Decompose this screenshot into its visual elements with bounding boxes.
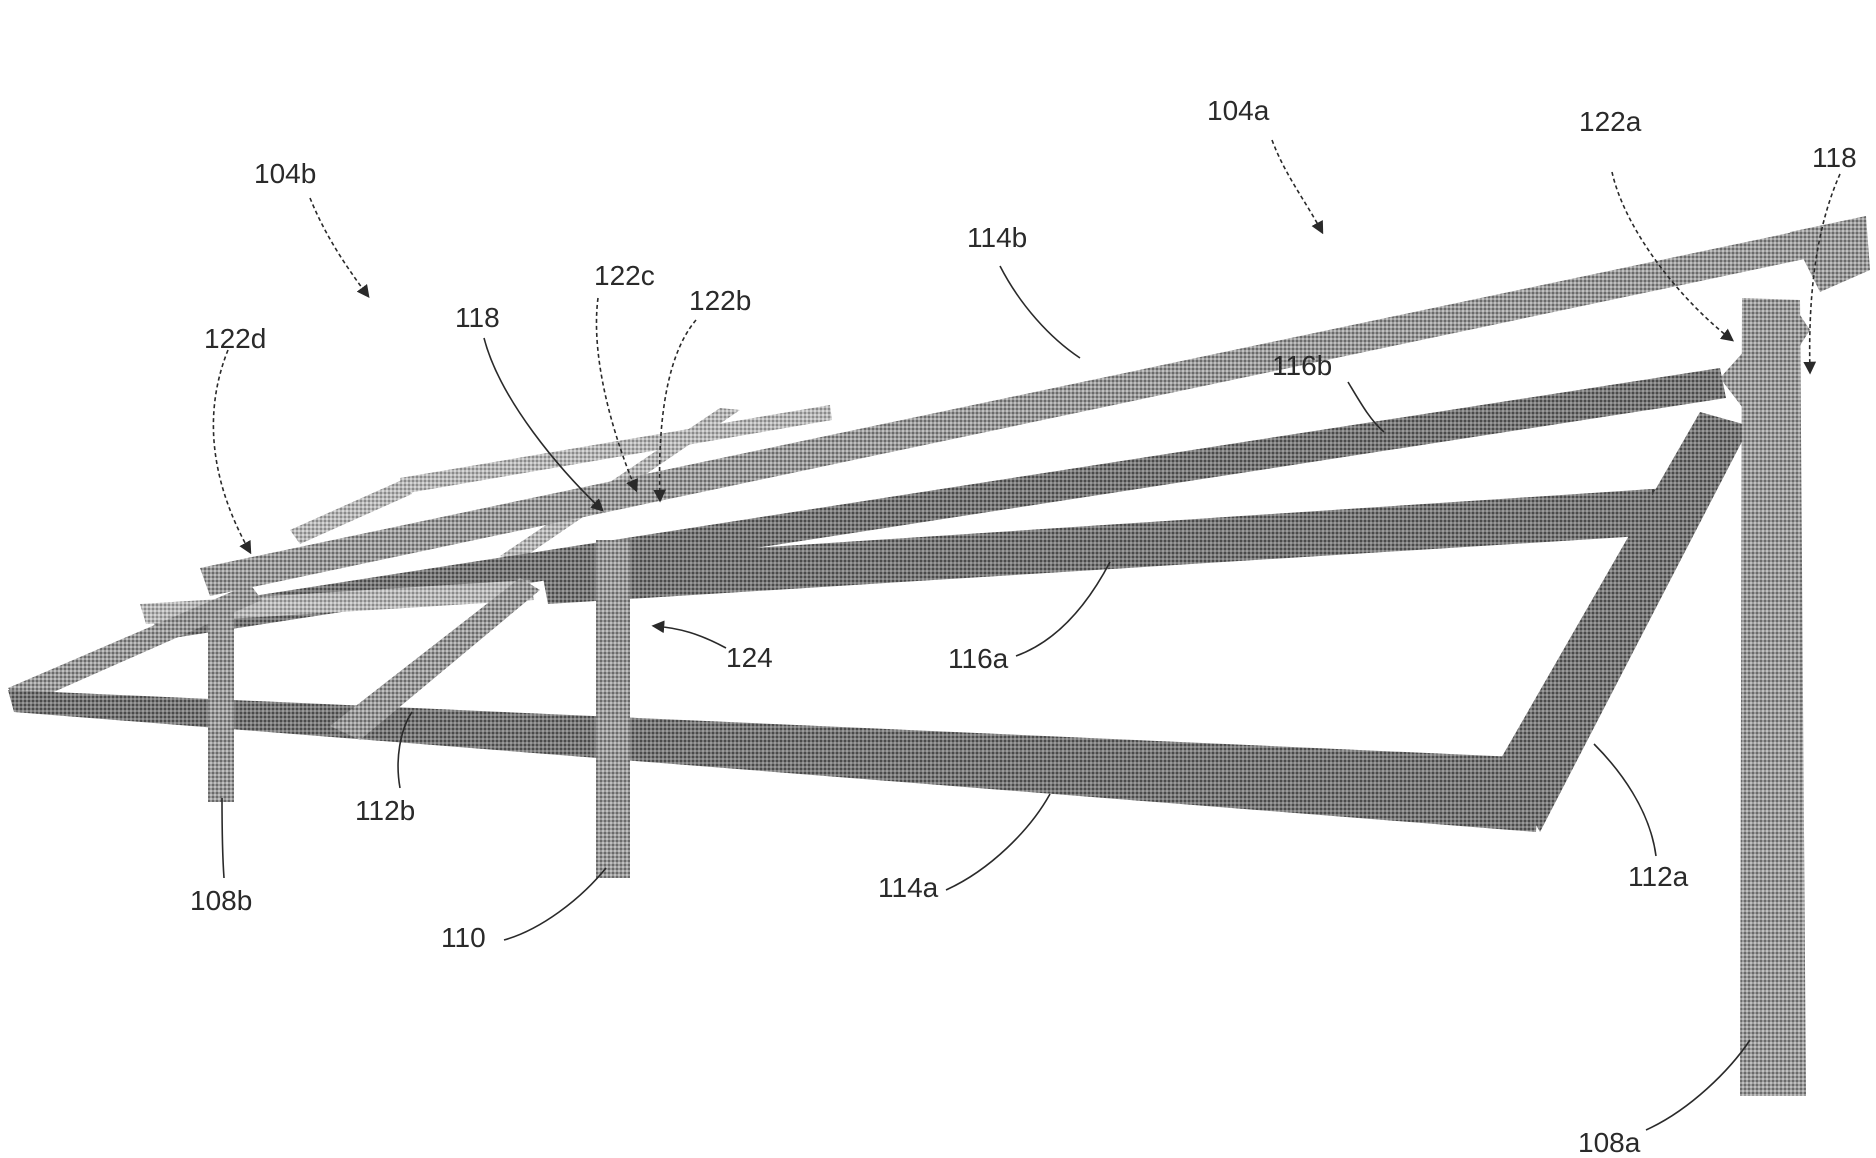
label-122d: 122d xyxy=(204,323,266,354)
label-108a: 108a xyxy=(1578,1127,1641,1158)
brace-112a xyxy=(1500,412,1750,832)
frame-members xyxy=(8,216,1870,1096)
leader-108b xyxy=(222,798,224,878)
label-108b: 108b xyxy=(190,885,252,916)
post-108b xyxy=(208,606,234,802)
label-114a: 114a xyxy=(878,872,939,903)
post-108a xyxy=(1740,298,1806,1096)
label-124: 124 xyxy=(726,642,773,673)
label-116b: 116b xyxy=(1272,350,1332,381)
label-118-mid: 118 xyxy=(455,302,500,333)
end-cap-118-right xyxy=(1790,216,1870,292)
label-112b: 112b xyxy=(355,795,415,826)
leader-122d xyxy=(213,350,250,552)
leader-122c xyxy=(596,298,636,490)
label-104b: 104b xyxy=(254,158,316,189)
leader-114a xyxy=(946,794,1050,890)
bottom-rail-114a xyxy=(8,690,1540,832)
label-122a: 122a xyxy=(1579,106,1642,137)
leader-118-mid xyxy=(484,338,602,510)
label-110: 110 xyxy=(441,922,486,953)
label-114b: 114b xyxy=(967,222,1027,253)
post-110 xyxy=(596,540,630,878)
label-116a: 116a xyxy=(948,643,1009,674)
label-122b: 122b xyxy=(689,285,751,316)
leader-112a xyxy=(1594,744,1656,856)
label-122c: 122c xyxy=(594,260,655,291)
leader-110 xyxy=(504,868,606,940)
leader-108a xyxy=(1646,1040,1750,1130)
leader-104b xyxy=(310,198,368,296)
label-104a: 104a xyxy=(1207,95,1270,126)
label-118-right: 118 xyxy=(1812,142,1857,173)
leader-114b xyxy=(1000,266,1080,358)
leader-124 xyxy=(654,626,726,648)
leader-104a xyxy=(1272,140,1322,232)
leader-116a xyxy=(1016,562,1110,656)
label-112a: 112a xyxy=(1628,861,1689,892)
